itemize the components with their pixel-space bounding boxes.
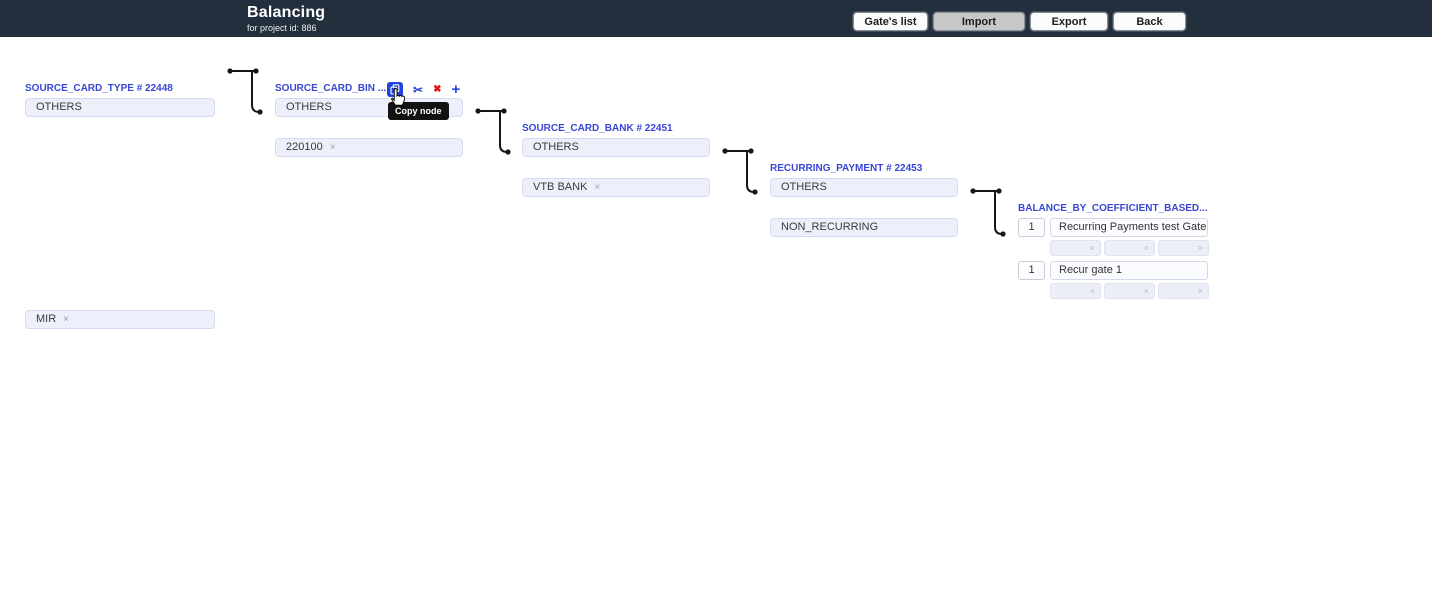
- gate-name-box[interactable]: Recurring Payments test Gate: [1050, 218, 1208, 237]
- node-label: OTHERS: [781, 181, 827, 193]
- remove-slot-icon[interactable]: ×: [1197, 243, 1203, 253]
- gate-name-box[interactable]: Recur gate 1: [1050, 261, 1208, 280]
- remove-slot-icon[interactable]: ×: [1143, 243, 1149, 253]
- connector-lines: [227, 68, 1006, 237]
- gate-slot[interactable]: ×: [1104, 283, 1155, 299]
- export-button[interactable]: Export: [1030, 12, 1108, 31]
- gates-list-button[interactable]: Gate's list: [853, 12, 928, 31]
- gate-slot[interactable]: ×: [1050, 283, 1101, 299]
- back-button[interactable]: Back: [1113, 12, 1186, 31]
- top-bar: Balancing for project id: 886 Gate's lis…: [0, 0, 1432, 37]
- node-label: 220100: [286, 141, 323, 153]
- remove-slot-icon[interactable]: ×: [1197, 286, 1203, 296]
- gate-slot[interactable]: ×: [1158, 240, 1209, 256]
- remove-slot-icon[interactable]: ×: [1089, 243, 1095, 253]
- column-title-source-card-type: SOURCE_CARD_TYPE # 22448: [25, 83, 173, 94]
- remove-node-icon[interactable]: ×: [594, 182, 601, 193]
- mouse-cursor-hand-icon: [391, 88, 405, 106]
- copy-node-tooltip: Copy node: [388, 102, 449, 120]
- node-label: OTHERS: [36, 101, 82, 113]
- gate-slot-row: × × ×: [1050, 240, 1209, 256]
- column-title-source-card-bin: SOURCE_CARD_BIN ...: [275, 83, 387, 94]
- node-recurring-payment-non-recurring[interactable]: NON_RECURRING: [770, 218, 958, 237]
- gate-weight-input[interactable]: 1: [1018, 218, 1045, 237]
- node-label: OTHERS: [533, 141, 579, 153]
- remove-node-icon[interactable]: ×: [329, 142, 336, 153]
- remove-node-icon[interactable]: ×: [63, 314, 70, 325]
- add-node-icon[interactable]: +: [451, 80, 461, 98]
- toolbar: Gate's list Import Export Back: [853, 12, 1186, 31]
- column-title-recurring-payment: RECURRING_PAYMENT # 22453: [770, 163, 923, 174]
- node-label: NON_RECURRING: [781, 221, 879, 233]
- gate-weight-input[interactable]: 1: [1018, 261, 1045, 280]
- node-source-card-bank-others[interactable]: OTHERS: [522, 138, 710, 157]
- balancing-canvas: SOURCE_CARD_TYPE # 22448 OTHERS MIR × SOU…: [0, 37, 1432, 600]
- node-source-card-bank-vtb[interactable]: VTB BANK ×: [522, 178, 710, 197]
- node-label: OTHERS: [286, 101, 332, 113]
- node-label: VTB BANK: [533, 181, 588, 193]
- page-title: Balancing: [247, 4, 326, 21]
- node-source-card-type-mir[interactable]: MIR ×: [25, 310, 215, 329]
- gate-slot-row: × × ×: [1050, 283, 1209, 299]
- import-button[interactable]: Import: [933, 12, 1025, 31]
- column-title-source-card-bank: SOURCE_CARD_BANK # 22451: [522, 123, 673, 134]
- remove-slot-icon[interactable]: ×: [1089, 286, 1095, 296]
- cut-node-icon[interactable]: ✂: [413, 82, 424, 97]
- delete-node-icon[interactable]: ✖: [433, 83, 442, 95]
- node-label: MIR: [36, 313, 57, 325]
- node-recurring-payment-others[interactable]: OTHERS: [770, 178, 958, 197]
- node-source-card-type-others[interactable]: OTHERS: [25, 98, 215, 117]
- remove-slot-icon[interactable]: ×: [1143, 286, 1149, 296]
- page-subtitle: for project id: 886: [247, 23, 317, 33]
- gate-slot[interactable]: ×: [1050, 240, 1101, 256]
- gate-slot[interactable]: ×: [1158, 283, 1209, 299]
- column-title-balance-by-coefficient: BALANCE_BY_COEFFICIENT_BASED...: [1018, 203, 1208, 214]
- title-block: Balancing for project id: 886: [247, 4, 325, 33]
- gate-slot[interactable]: ×: [1104, 240, 1155, 256]
- node-source-card-bin-220100[interactable]: 220100 ×: [275, 138, 463, 157]
